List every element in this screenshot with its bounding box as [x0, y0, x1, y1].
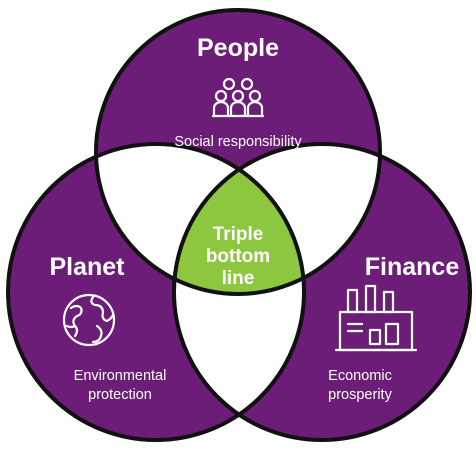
planet-outline: [6, 142, 306, 442]
planet-title: Planet: [49, 253, 125, 281]
finance-title: Finance: [365, 253, 460, 281]
finance-subtitle-line1: Economic: [328, 368, 392, 384]
finance-outline: [172, 142, 472, 442]
factory-icon: [334, 284, 418, 352]
people-subtitle: Social responsibility: [174, 134, 302, 150]
center-line3: line: [222, 268, 255, 289]
people-title: People: [197, 34, 279, 62]
triple-overlap: [174, 144, 304, 294]
people-group-icon: [211, 77, 265, 118]
finance-subtitle-line2: prosperity: [328, 387, 392, 403]
center-line1: Triple: [213, 224, 264, 245]
center-line2: bottom: [206, 246, 270, 267]
people-outline: [94, 8, 382, 296]
planet-subtitle-line1: Environmental: [74, 368, 167, 384]
planet-subtitle-line2: protection: [88, 387, 152, 403]
globe-icon: [62, 293, 116, 347]
